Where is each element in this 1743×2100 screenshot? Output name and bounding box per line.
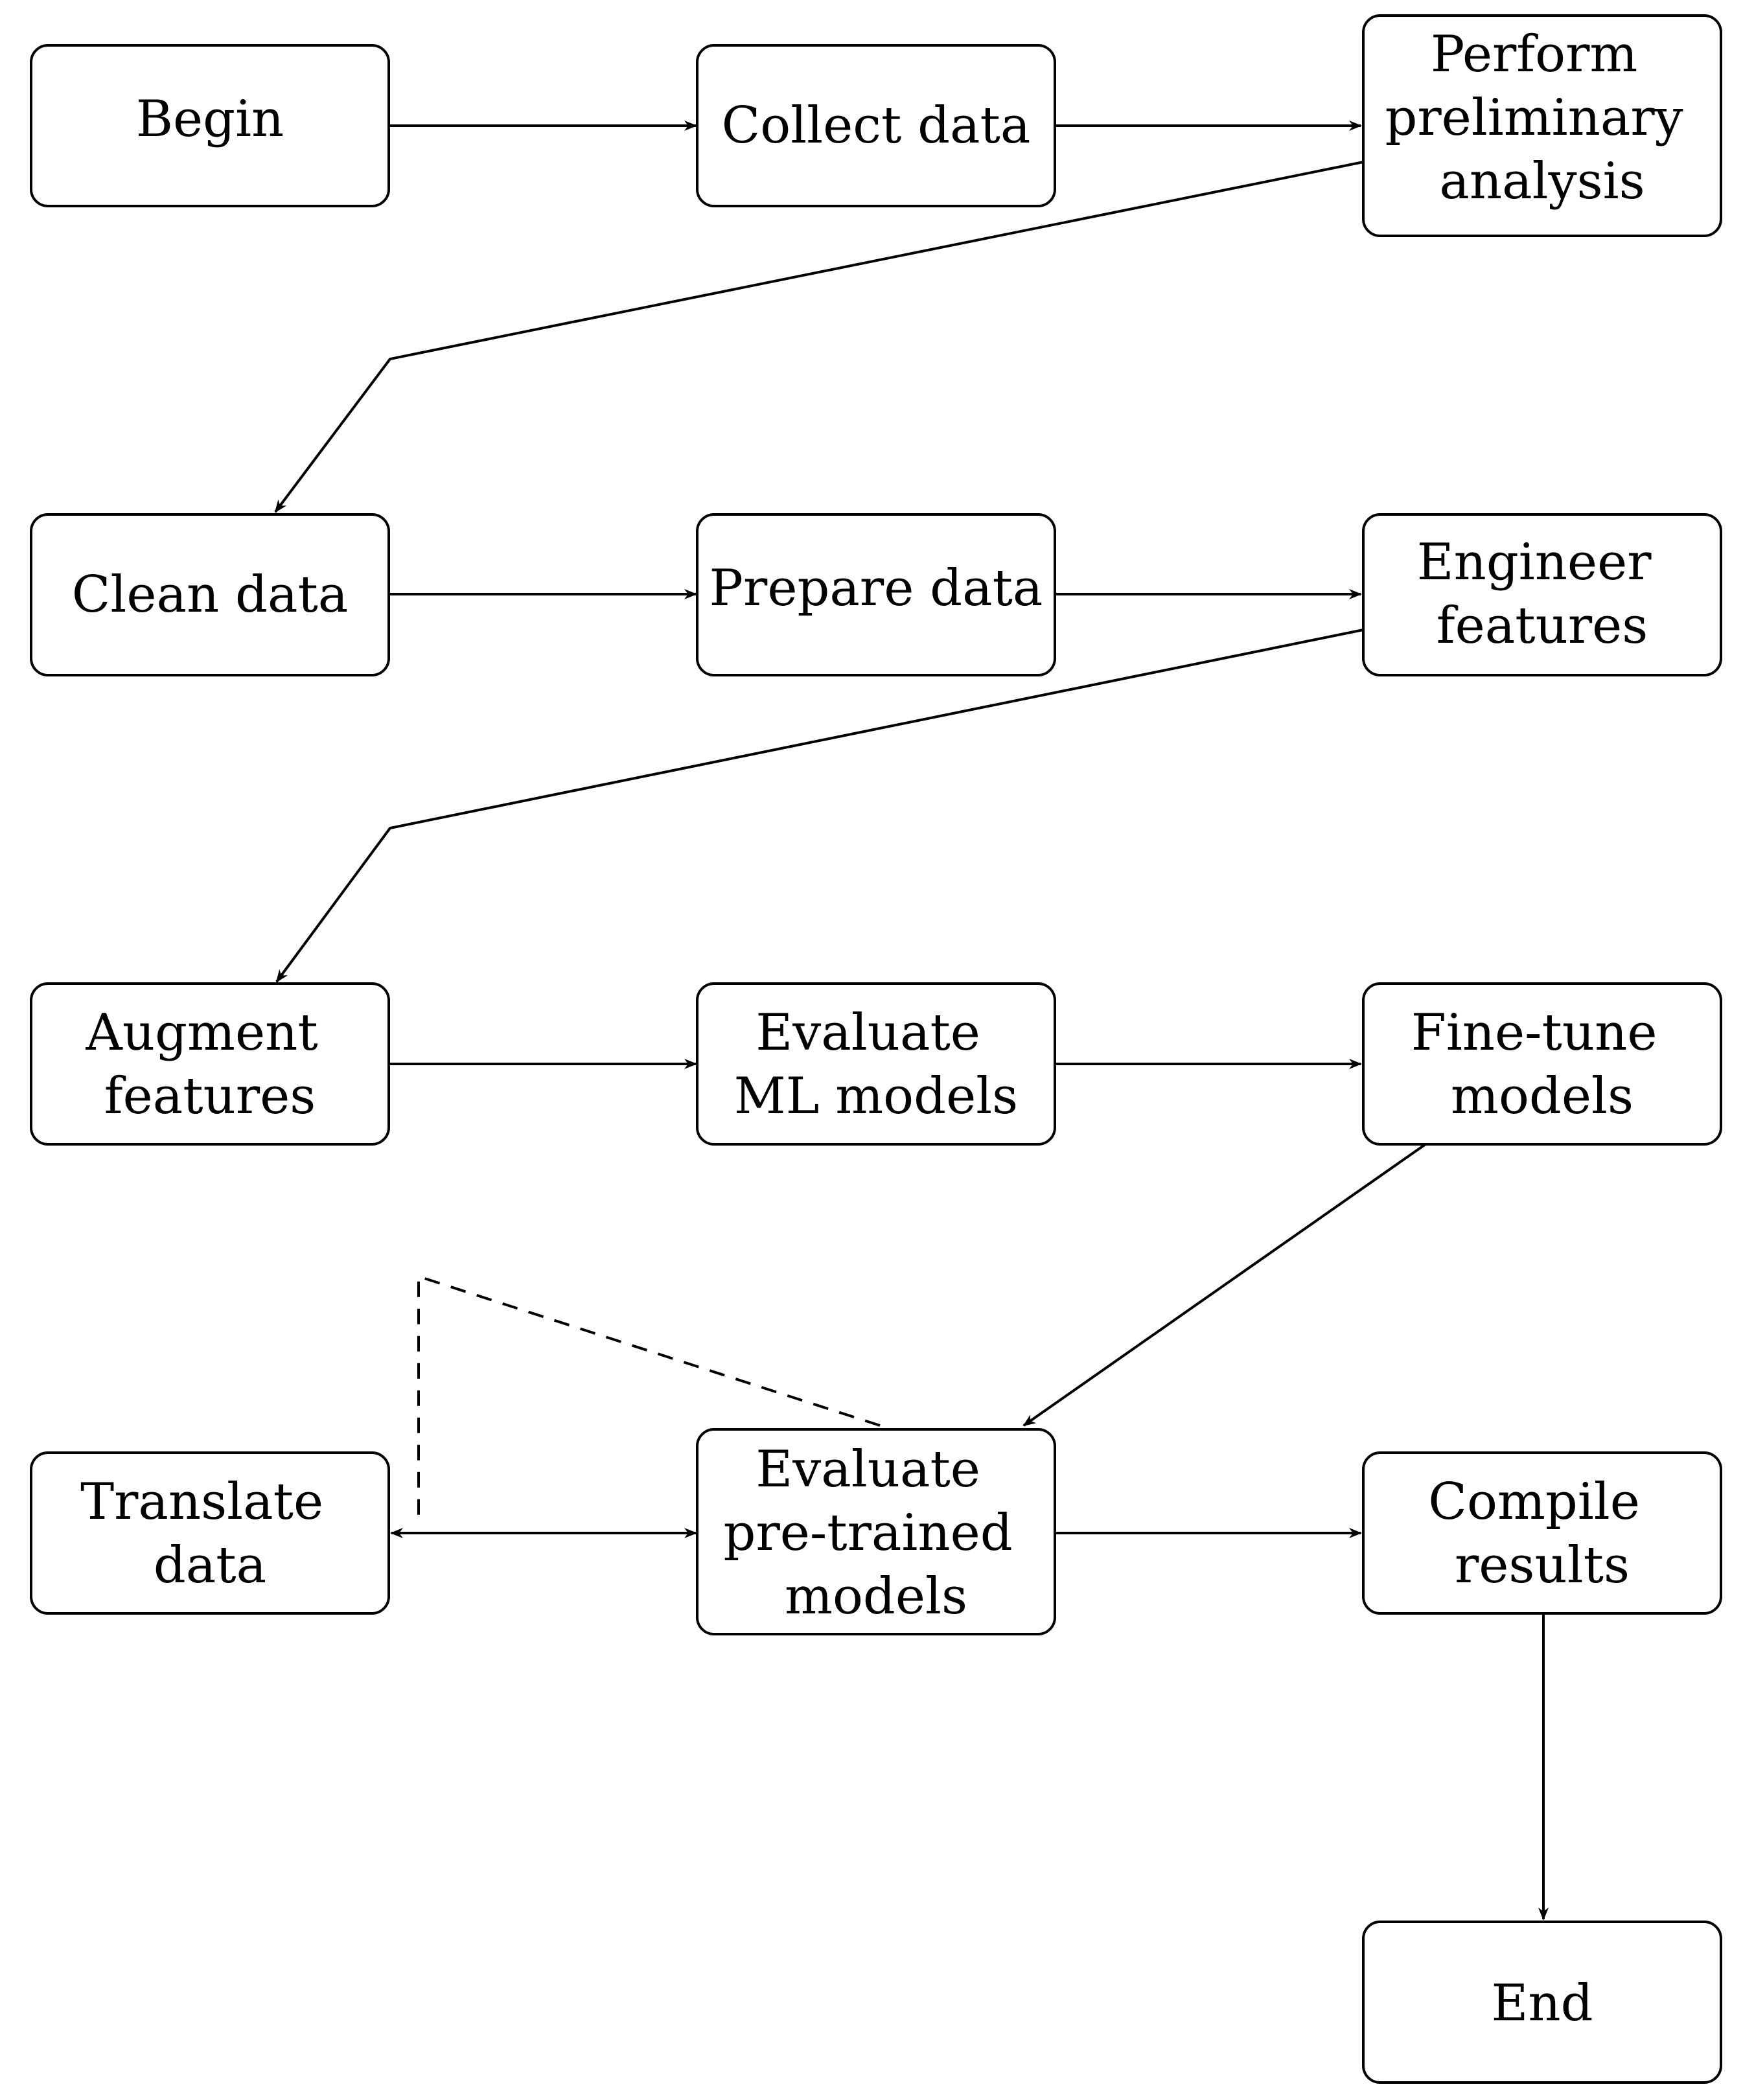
node-augment-features-label: Augment features xyxy=(86,1004,334,1125)
node-engineer-features-label: Engineer features xyxy=(1417,533,1668,655)
node-collect-data: Collect data xyxy=(696,44,1056,207)
node-prepare-data: Prepare data xyxy=(696,513,1056,676)
node-translate-data-label: Translate data xyxy=(80,1473,340,1595)
node-begin-label: Begin xyxy=(136,90,284,148)
edge-finetune-to-evalpt xyxy=(1022,1143,1427,1427)
node-end-label: End xyxy=(1491,1974,1593,2033)
node-end: End xyxy=(1362,1921,1722,2084)
node-evaluate-ml-models-label: Evaluate ML models xyxy=(734,1004,1018,1125)
node-begin: Begin xyxy=(30,44,390,207)
node-augment-features: Augment features xyxy=(30,982,390,1146)
node-evaluate-pre-trained-models: Evaluate pre-trained models xyxy=(696,1428,1056,1635)
node-perform-preliminary-analysis: Perform preliminary analysis xyxy=(1362,14,1722,237)
node-compile-results: Compile results xyxy=(1362,1451,1722,1615)
node-prepare-data-label: Prepare data xyxy=(710,559,1043,617)
node-engineer-features: Engineer features xyxy=(1362,513,1722,676)
node-fine-tune-models: Fine-tune models xyxy=(1362,982,1722,1146)
node-compile-results-label: Compile results xyxy=(1428,1473,1656,1595)
node-clean-data-label: Clean data xyxy=(72,566,349,624)
node-clean-data: Clean data xyxy=(30,513,390,676)
node-evaluate-ml-models: Evaluate ML models xyxy=(696,982,1056,1146)
node-fine-tune-models-label: Fine-tune models xyxy=(1411,1004,1674,1125)
edge-engineer-to-augment xyxy=(275,629,1364,983)
node-collect-data-label: Collect data xyxy=(722,97,1031,155)
node-translate-data: Translate data xyxy=(30,1451,390,1615)
edge-analysis-to-clean xyxy=(274,161,1364,513)
node-evaluate-pre-trained-models-label: Evaluate pre-trained models xyxy=(724,1440,1029,1626)
node-perform-preliminary-analysis-label: Perform preliminary analysis xyxy=(1385,25,1699,211)
